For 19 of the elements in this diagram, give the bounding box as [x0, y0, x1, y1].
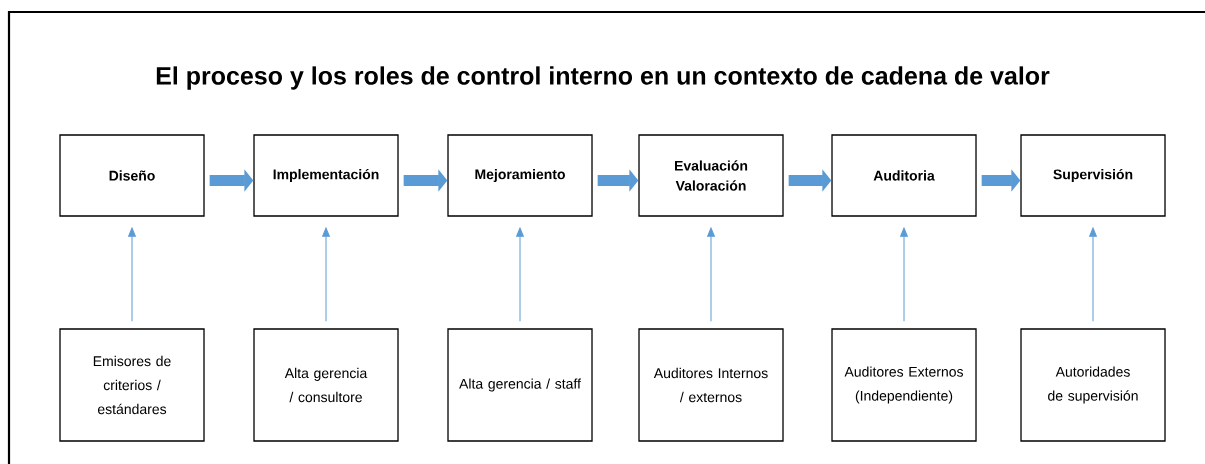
arrow — [707, 227, 715, 322]
arrow — [1089, 227, 1097, 322]
role-box: Autoridades de supervisión — [1020, 328, 1166, 442]
role-box: Alta gerencia / staff — [447, 328, 593, 442]
process-box: Mejoramiento — [447, 134, 593, 217]
arrow — [516, 227, 524, 322]
process-box: Diseño — [59, 134, 205, 217]
role-box: Alta gerencia / consultore — [253, 328, 399, 442]
process-box: Supervisión — [1020, 134, 1166, 217]
arrow — [322, 227, 330, 322]
title: El proceso y los roles de control interno en un contexto de cadena de valor — [156, 66, 1050, 90]
process-box: Auditoria — [831, 134, 977, 217]
role-box: Auditores Internos / externos — [638, 328, 784, 442]
process-box: Implementación — [253, 134, 399, 217]
arrow — [900, 227, 908, 322]
process-box: Evaluación Valoración — [638, 134, 784, 217]
role-box: Emisores de criterios / estándares — [59, 328, 205, 442]
arrow — [128, 227, 136, 322]
role-box: Auditores Externos (Independiente) — [831, 328, 977, 442]
